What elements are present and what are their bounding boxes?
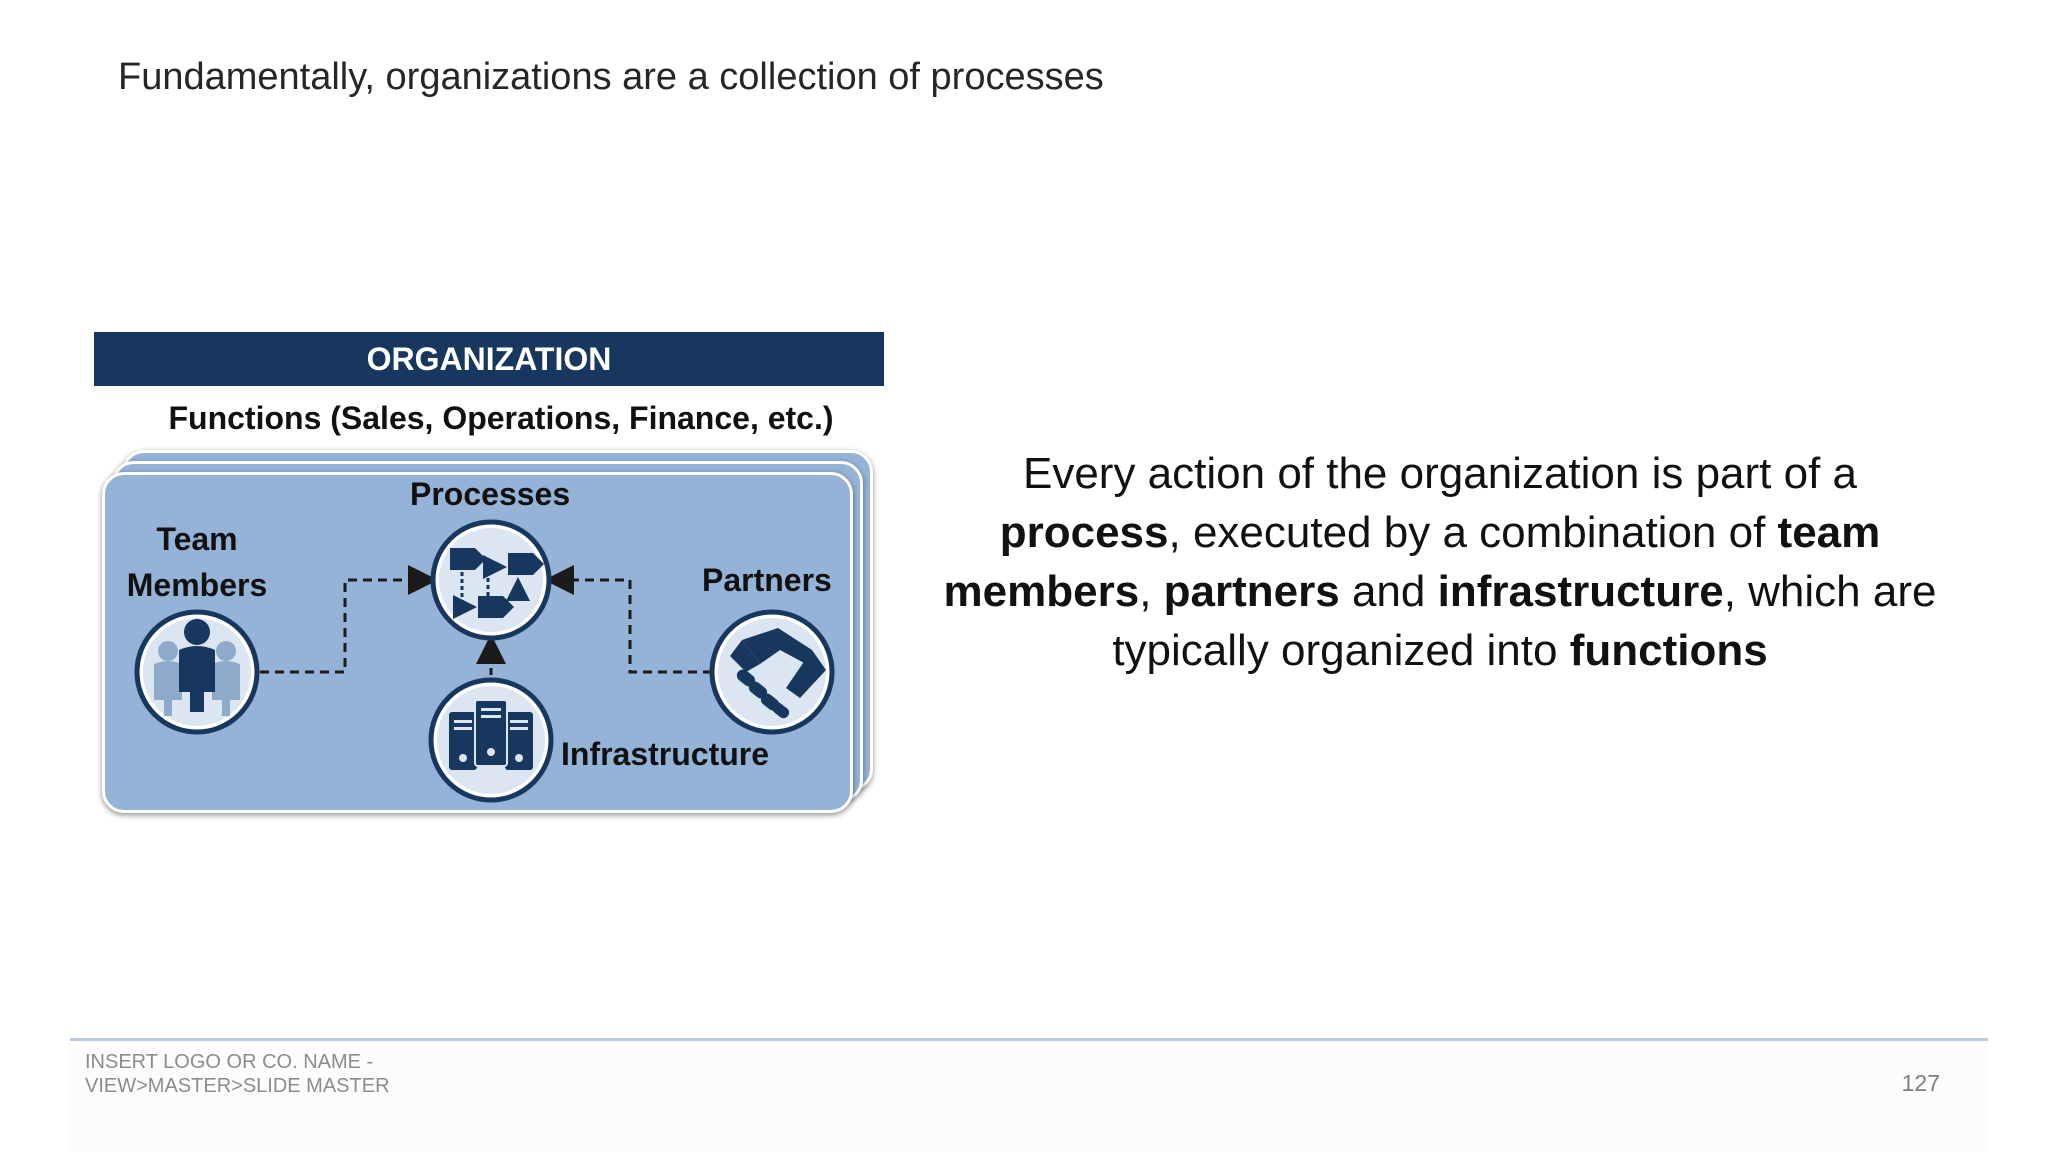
team-label-line2: Members	[126, 567, 268, 603]
slide-title: Fundamentally, organizations are a colle…	[118, 56, 1104, 98]
connector-team-to-process	[260, 565, 438, 674]
process-flow-icon	[430, 519, 552, 641]
body-text-emphasis: partners	[1163, 567, 1340, 616]
servers-icon	[428, 677, 554, 803]
body-text-run: , executed by a combination of	[1168, 508, 1778, 557]
body-text-run: Every action of the organization is part…	[1022, 449, 1858, 498]
infrastructure-label: Infrastructure	[561, 736, 770, 772]
body-text-emphasis: team members	[943, 508, 1881, 616]
footer-divider	[70, 1038, 1988, 1041]
footer-area	[70, 1041, 1988, 1152]
body-text-run: , which are typically organized into	[1112, 567, 1937, 675]
team-label-line1: Team	[156, 521, 238, 557]
partners-label: Partners	[702, 562, 832, 598]
organization-banner: ORGANIZATION	[94, 332, 884, 386]
body-text-emphasis: functions	[1569, 626, 1768, 675]
body-text-run: ,	[1139, 567, 1164, 616]
body-text: Every action of the organization is part…	[930, 444, 1950, 680]
body-text-emphasis: infrastructure	[1437, 567, 1724, 616]
body-text-run: and	[1339, 567, 1438, 616]
page-number: 127	[1901, 1070, 1940, 1096]
team-members-icon	[134, 609, 260, 735]
footer-logo-placeholder: INSERT LOGO OR CO. NAME - VIEW>MASTER>SL…	[85, 1050, 390, 1098]
footer-logo-line2: VIEW>MASTER>SLIDE MASTER	[85, 1075, 390, 1097]
team-members-label: Team Members	[112, 516, 282, 608]
processes-label: Processes	[410, 476, 571, 512]
footer-logo-line1: INSERT LOGO OR CO. NAME -	[85, 1051, 374, 1073]
body-text-emphasis: process	[999, 508, 1169, 557]
functions-label: Functions (Sales, Operations, Finance, e…	[168, 400, 834, 436]
connector-partners-to-process	[544, 565, 712, 674]
handshake-icon	[709, 609, 835, 735]
